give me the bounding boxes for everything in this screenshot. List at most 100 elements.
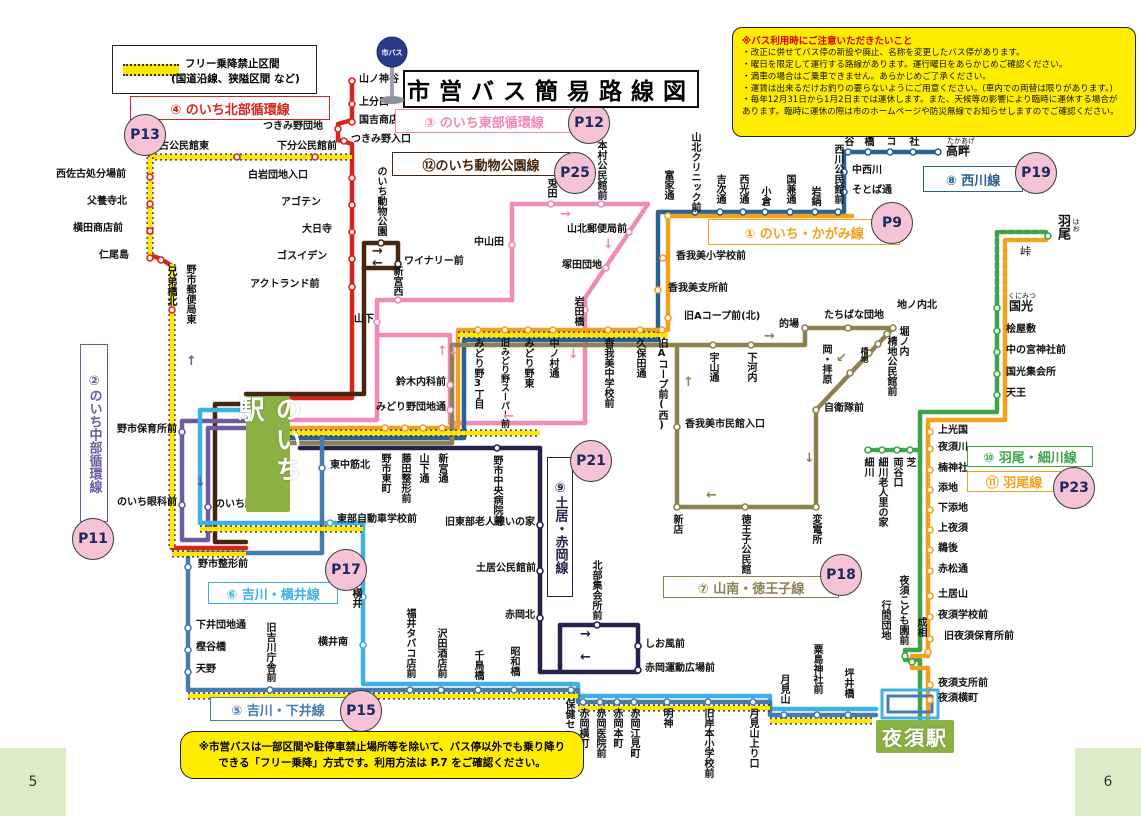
stop-dot — [761, 208, 769, 216]
direction-arrow-icon: ↓ — [195, 475, 206, 490]
route-path-r10 — [994, 229, 1051, 303]
stop-label: 鈴木内科前 — [396, 377, 446, 388]
stop-label: 下井団地通 — [196, 620, 246, 631]
route-path-r12 — [361, 240, 401, 271]
stop-label: 本村公民館前 — [595, 140, 606, 200]
direction-arrow-icon: → — [372, 244, 383, 259]
stop-label: 中山田 — [474, 237, 504, 248]
stop-dot — [318, 464, 326, 472]
stop-dot — [812, 406, 820, 414]
stop-label: 兄弟橋北 — [165, 266, 176, 306]
stop-label: 土居公民館前 — [476, 563, 536, 574]
stop-label: 赤岡江見町 — [628, 708, 639, 758]
stop-label: 赤松通 — [938, 564, 968, 575]
route-path-r1 — [287, 213, 855, 431]
stop-dot — [311, 153, 319, 161]
notice-item: ・満車の場合はご乗車できません。あらかじめご了承ください。 — [742, 71, 991, 82]
stop-label: 山下通 — [417, 453, 428, 483]
stop-dot — [659, 254, 667, 262]
stop-label: 横井南 — [318, 637, 348, 648]
stop-dot — [348, 77, 356, 85]
stop-dot — [749, 698, 757, 706]
stop-label: 香我美支所前 — [668, 283, 728, 294]
direction-arrow-icon: ↑↓ — [437, 344, 459, 359]
stop-dot — [1044, 232, 1052, 240]
stop-dot — [348, 283, 356, 291]
page-ref-r2: P11 — [72, 518, 114, 560]
stop-dot — [934, 148, 942, 156]
stop-dot — [926, 506, 934, 514]
stop-dot — [886, 148, 894, 156]
stop-dot — [547, 200, 555, 208]
stop-label: 中ノ村通 — [547, 338, 558, 378]
stop-label: 仁尾島 — [99, 250, 129, 261]
notice-item: ・改正に併せてバス停の新設や廃止、名称を変更したバス停があります。 — [742, 48, 1025, 58]
direction-arrow-icon: ↙ — [836, 351, 847, 366]
stop-label: 旧Aコープ前(西) — [656, 338, 667, 431]
stop-label: 天王 — [1006, 388, 1026, 399]
stop-dot — [664, 314, 672, 322]
stop-label: 夜須こども園前 — [897, 575, 908, 645]
stop-label: 大日寺 — [302, 224, 332, 235]
direction-arrow-icon: → — [580, 627, 591, 642]
stop-dot — [567, 686, 575, 694]
stop-dot — [926, 486, 934, 494]
stop-label: 天野 — [196, 664, 216, 675]
direction-arrow-icon: ← — [580, 650, 591, 665]
stop-dot — [846, 369, 854, 377]
stop-dot — [924, 648, 932, 656]
stop-dot — [501, 326, 509, 334]
stop-dot — [446, 381, 454, 389]
stop-label: 桧屋敷 — [1006, 324, 1036, 335]
stop-dot — [348, 201, 356, 209]
stop-dot — [864, 148, 872, 156]
stop-dot — [536, 567, 544, 575]
stop-dot — [844, 711, 852, 719]
stop-dot — [596, 698, 604, 706]
stop-dot — [634, 642, 642, 650]
stop-dot — [747, 341, 755, 349]
stop-dot — [233, 153, 241, 161]
stop-dot — [394, 260, 402, 268]
stop-label: 高畔 — [946, 144, 971, 158]
route-label-r5: ⑤ 吉川・下井線 — [210, 697, 346, 721]
stop-label: 中の宮神社前 — [1006, 345, 1066, 356]
stop-label: 添地 — [938, 483, 958, 494]
stop-dot — [146, 200, 154, 208]
route-label-r11: ⑪ 羽尾線 — [967, 471, 1061, 492]
stop-dot — [625, 228, 633, 236]
stop-label: たちばな団地 — [824, 310, 884, 321]
stop-label: 棈地 — [860, 347, 869, 363]
stop-dot — [636, 326, 644, 334]
stop-label: 野市東町 — [379, 453, 390, 493]
stop-dot — [334, 125, 342, 133]
stop-dot — [524, 326, 532, 334]
stop-label: 粟島神社前 — [811, 644, 822, 694]
stop-dot — [348, 174, 356, 182]
station-box: のいち駅 — [234, 396, 301, 512]
stop-dot — [359, 593, 367, 601]
stop-label: 吉次通 — [714, 174, 725, 204]
page-ref-r8: P19 — [1015, 152, 1057, 194]
stop-dot — [536, 521, 544, 529]
stop-dot — [178, 428, 186, 436]
direction-arrow-icon: ↓ — [804, 451, 815, 466]
stop-label: 兎田 — [545, 178, 556, 198]
stop-dot — [340, 137, 348, 145]
stop-label: 夜須川 — [938, 442, 968, 453]
page-ref-r12: P25 — [554, 152, 596, 194]
stop-dot — [630, 698, 638, 706]
stop-label: 白岩団地入口 — [248, 170, 308, 181]
route-label-r10: ⑩ 羽尾・細川線 — [967, 446, 1093, 467]
stop-label: 新店 — [671, 514, 682, 534]
stop-dot — [406, 686, 414, 694]
stop-label: 棈地公民館前 — [885, 336, 896, 396]
stop-label: 北部集会所前 — [590, 560, 601, 620]
stop-dot — [926, 635, 934, 643]
stop-dot — [883, 330, 891, 338]
direction-arrow-icon: ↑ — [683, 375, 694, 390]
stop-dot — [613, 698, 621, 706]
stop-dot — [801, 324, 809, 332]
stop-label: 細川 — [862, 457, 873, 477]
